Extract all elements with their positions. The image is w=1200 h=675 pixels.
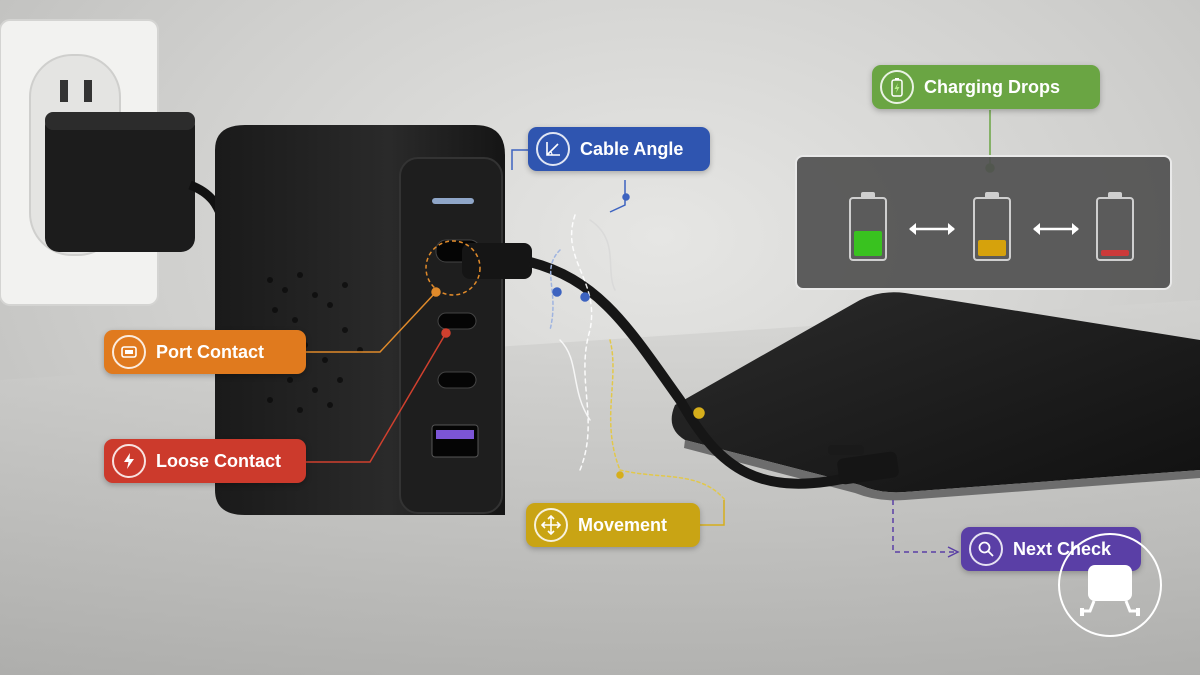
- loose-contact-text: Loose Contact: [156, 450, 282, 471]
- connector-port-contact: [306, 240, 481, 353]
- motion-sketch-lines: [549, 214, 726, 501]
- battery-charging-icon: [880, 70, 914, 104]
- cable-angle-text: Cable Angle: [580, 138, 684, 159]
- charging-drops-text: Charging Drops: [924, 76, 1061, 97]
- double-arrow-icon: [909, 223, 955, 235]
- cable-angle-label: Cable Angle: [528, 127, 710, 171]
- movement-text: Movement: [578, 514, 668, 535]
- battery-fill-medium: [978, 240, 1006, 256]
- double-arrow-icon: [1033, 223, 1079, 235]
- battery-fill-full: [854, 231, 882, 256]
- charger-plug-badge: [1058, 533, 1162, 637]
- lightning-icon: [112, 444, 146, 478]
- magnifier-icon: [969, 532, 1003, 566]
- move-arrows-icon: [534, 508, 568, 542]
- connector-cable-angle: [511, 149, 630, 302]
- battery-medium: [973, 192, 1011, 261]
- movement-label: Movement: [526, 503, 700, 547]
- vent-pattern: [257, 272, 363, 413]
- connector-movement: [616, 407, 725, 526]
- tablet-device: [671, 292, 1200, 501]
- charging-drops-label: Charging Drops: [872, 65, 1100, 109]
- port-contact-text: Port Contact: [156, 341, 264, 362]
- tablet-port: [828, 445, 864, 455]
- port-icon: [112, 335, 146, 369]
- battery-fill-low: [1101, 250, 1129, 256]
- connector-next-check: [892, 500, 960, 558]
- usb-c-port-3: [437, 371, 477, 389]
- battery-low: [1096, 192, 1134, 261]
- loose-contact-label: Loose Contact: [104, 439, 306, 483]
- battery-full: [849, 192, 887, 261]
- port-contact-label: Port Contact: [104, 330, 306, 374]
- charger-plug-icon: [1080, 565, 1140, 616]
- usb-a-port: [431, 424, 479, 458]
- angle-icon: [536, 132, 570, 166]
- wall-plug: [45, 112, 243, 252]
- usb-c-port-2: [437, 312, 477, 330]
- battery-drop-panel: [795, 155, 1172, 290]
- connector-loose-contact: [306, 328, 451, 463]
